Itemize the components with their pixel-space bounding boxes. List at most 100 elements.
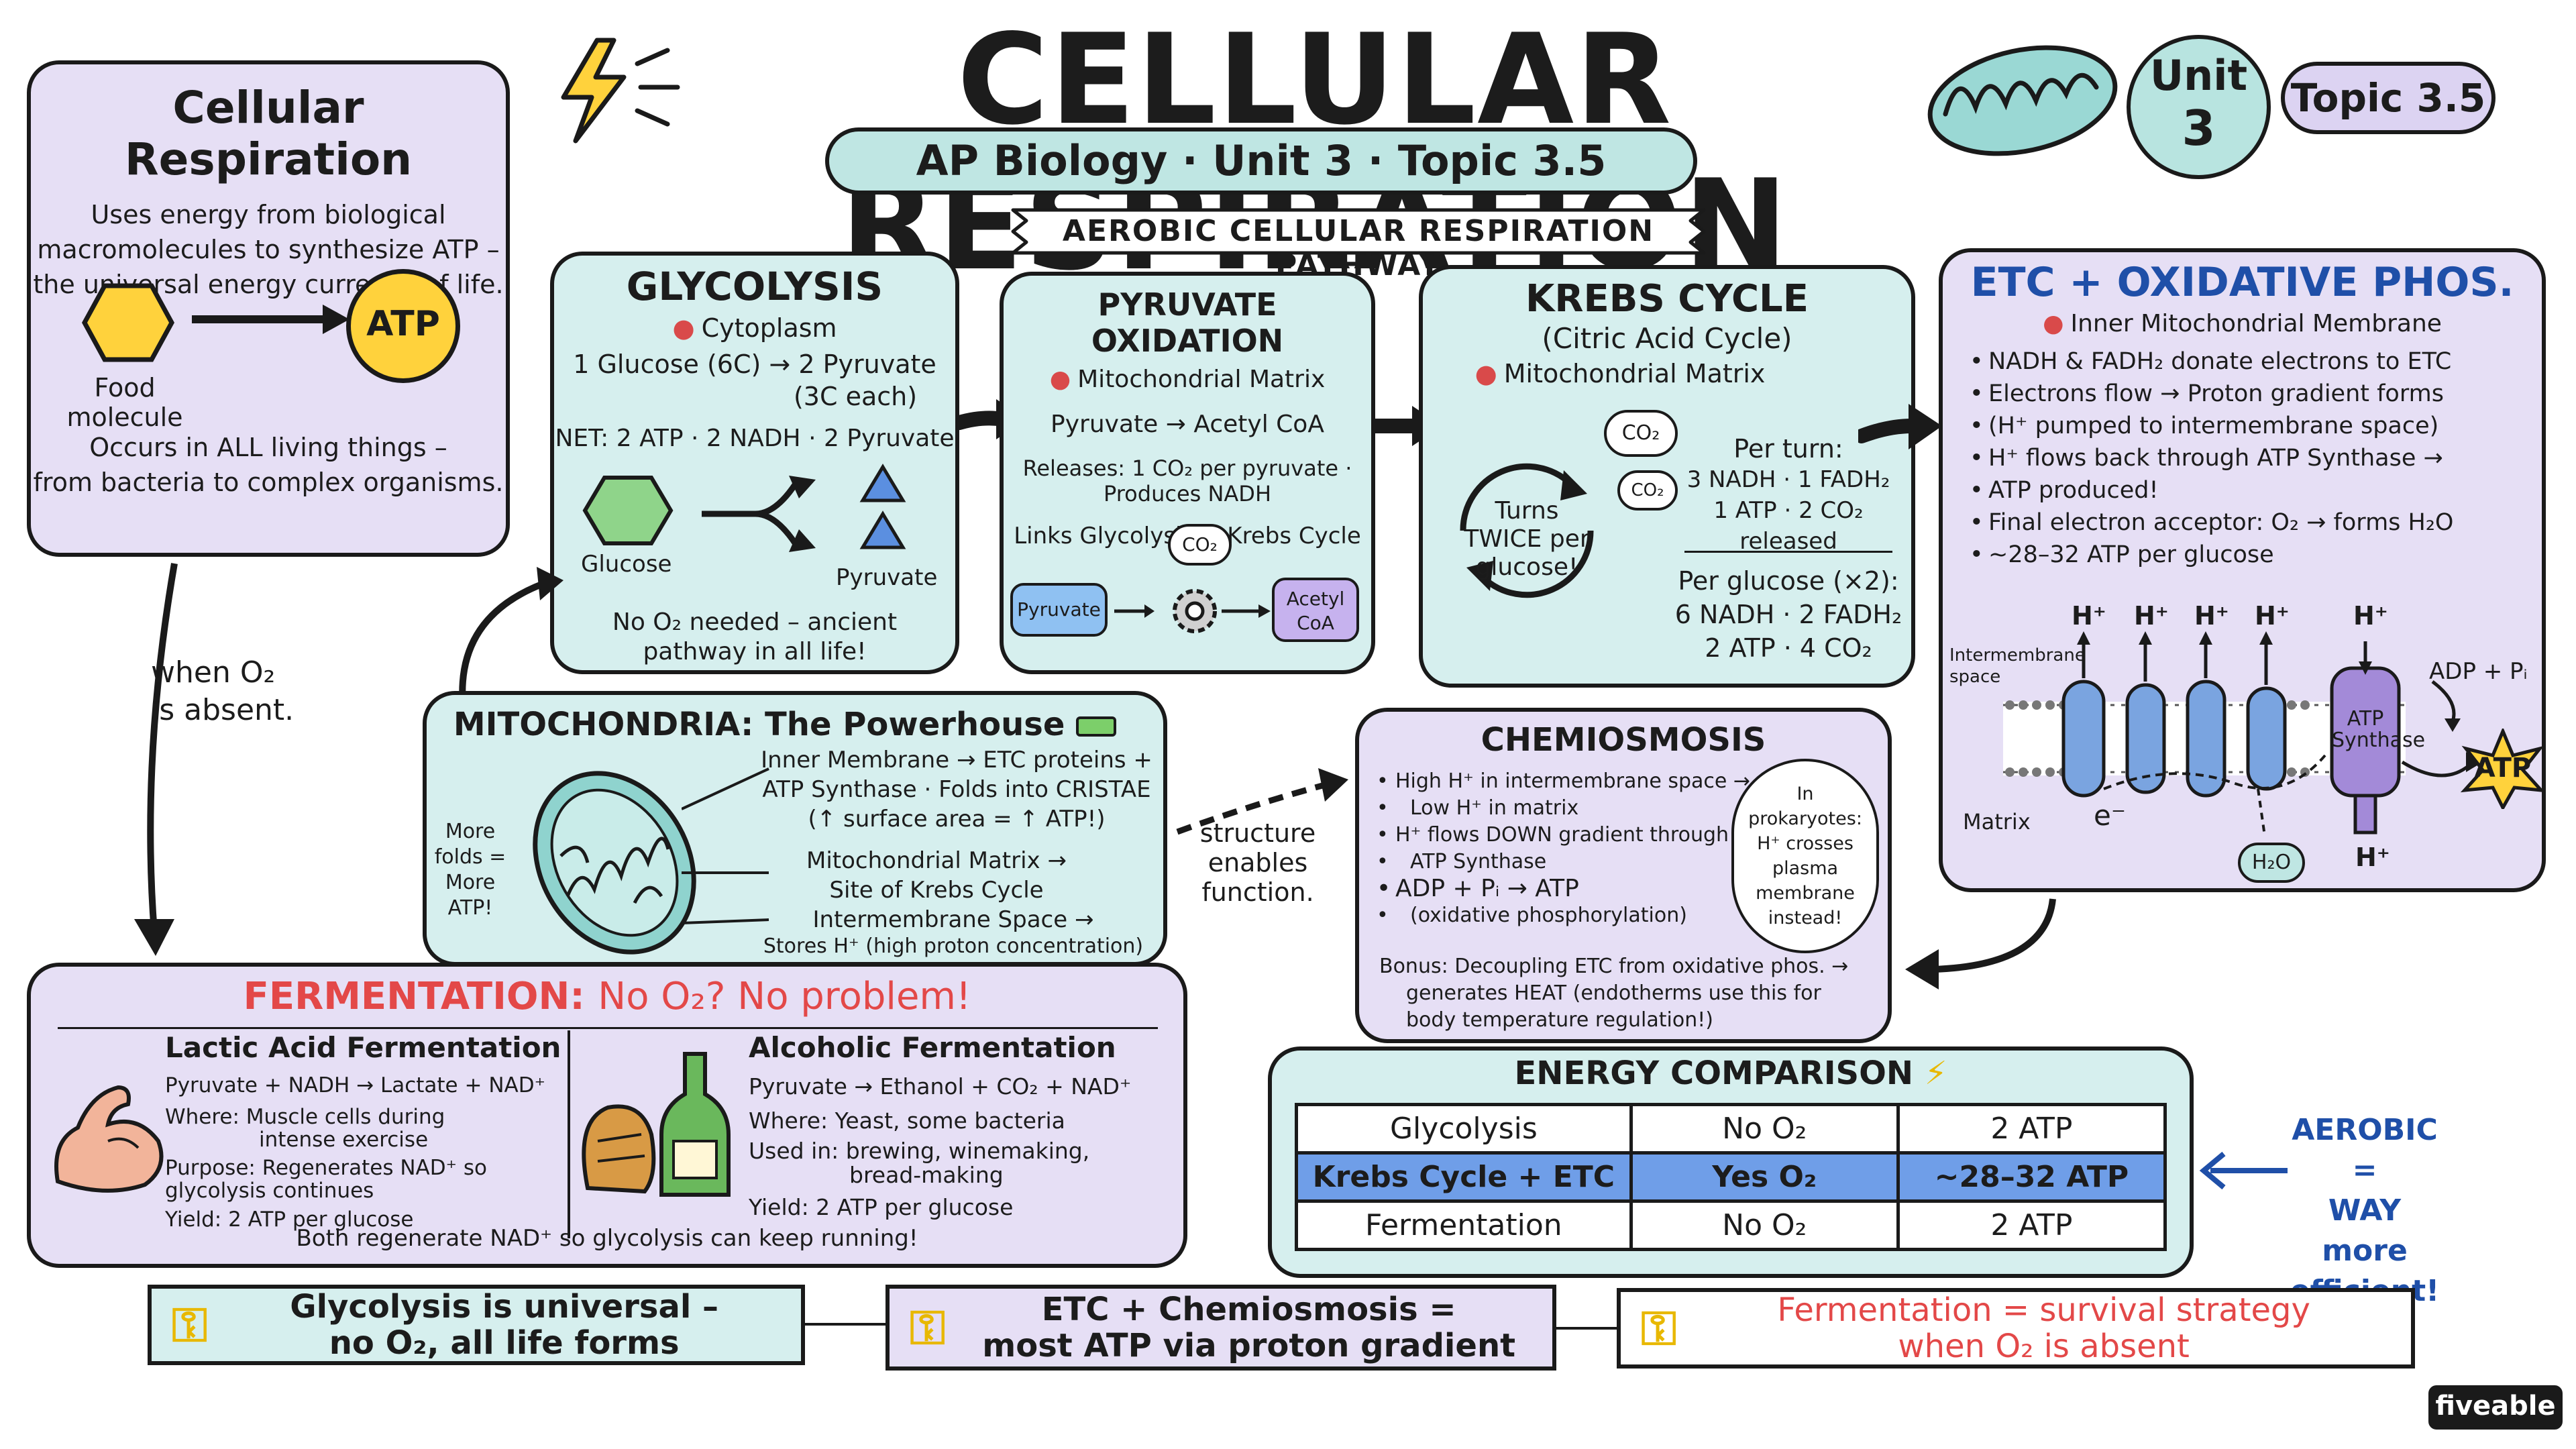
bread-and-bottle-icon bbox=[582, 1052, 731, 1197]
table-cell: No O₂ bbox=[1629, 1199, 1900, 1251]
takeaway-text: Glycolysis is universal – no O₂, all lif… bbox=[207, 1289, 801, 1361]
key-icon: ⚿ bbox=[172, 1297, 208, 1352]
location-pin-icon: ● bbox=[2043, 310, 2064, 337]
takeaway-line: no O₂, all life forms bbox=[329, 1324, 680, 1362]
glycolysis-title: GLYCOLYSIS bbox=[626, 264, 883, 309]
lactic-equation: Pyruvate + NADH → Lactate + NAD⁺ bbox=[165, 1073, 545, 1097]
bonus-line: body temperature regulation!) bbox=[1406, 1008, 1713, 1032]
pyruvate-chip: Pyruvate bbox=[1010, 583, 1108, 637]
lactic-purpose: Purpose: Regenerates NAD⁺ so glycolysis … bbox=[165, 1157, 568, 1202]
glucose-label: Glucose bbox=[581, 551, 672, 578]
flow-arrow-icon bbox=[1905, 898, 2056, 989]
note-line: ATP Synthase · Folds into CRISTAE bbox=[762, 776, 1151, 803]
note-line: Inner Membrane → ETC proteins + bbox=[761, 747, 1152, 773]
mitochondrion-icon bbox=[1927, 45, 2118, 156]
matrix-note: Mitochondrial Matrix → Site of Krebs Cyc… bbox=[749, 846, 1124, 905]
etc-card: ETC + OXIDATIVE PHOS. ●Inner Mitochondri… bbox=[1939, 248, 2546, 892]
divider bbox=[1684, 551, 1892, 553]
takeaway-fermentation: ⚿ Fermentation = survival strategy when … bbox=[1617, 1288, 2415, 1368]
note-line: Intermembrane Space → bbox=[812, 906, 1094, 933]
fermentation-card: FERMENTATION: No O₂? No problem! Lactic … bbox=[27, 963, 1187, 1268]
battery-icon bbox=[1076, 716, 1117, 737]
krebs-title: KREBS CYCLE bbox=[1525, 277, 1809, 321]
alcoholic-used: Used in: brewing, winemaking, bread-maki… bbox=[749, 1139, 1178, 1187]
key-icon: ⚿ bbox=[1641, 1300, 1677, 1356]
table-cell: No O₂ bbox=[1629, 1103, 1900, 1155]
electron-label: e⁻ bbox=[2094, 799, 2127, 832]
matrix-label: Matrix bbox=[1963, 809, 2031, 835]
krebs-cycle-card: KREBS CYCLE (Citric Acid Cycle) ●Mitocho… bbox=[1419, 265, 1915, 688]
flow-arrow-to-fermentation bbox=[134, 563, 178, 956]
cycle-arrows-icon bbox=[1460, 463, 1594, 598]
connector-line bbox=[1556, 1327, 1617, 1330]
etc-bullet: Final electron acceptor: O₂ → forms H₂O bbox=[1970, 506, 2542, 539]
per-turn-line: 3 NADH · 1 FADH₂ bbox=[1686, 466, 1890, 493]
glycolysis-card: GLYCOLYSIS ●Cytoplasm 1 Glucose (6C) → 2… bbox=[550, 252, 959, 674]
brand-logo: fiveable bbox=[2428, 1385, 2563, 1430]
callout-lines bbox=[682, 767, 769, 924]
arrow-left-icon bbox=[2199, 1151, 2288, 1190]
table-row: Fermentation No O₂ 2 ATP bbox=[1295, 1199, 2167, 1251]
where-line: intense exercise bbox=[259, 1128, 429, 1152]
bonus-note: Bonus: Decoupling ETC from oxidative pho… bbox=[1379, 953, 1876, 1034]
intro-title: Cellular Respiration bbox=[124, 82, 413, 185]
co2-bubble: CO₂ bbox=[1617, 470, 1678, 511]
per-turn-label: Per turn: bbox=[1733, 434, 1843, 464]
bonus-line: Bonus: Decoupling ETC from oxidative pho… bbox=[1379, 955, 1849, 978]
glucose-hexagon-icon bbox=[582, 476, 674, 545]
alcoholic-section: Alcoholic Fermentation Pyruvate → Ethano… bbox=[749, 1027, 1178, 1220]
glycolysis-location: ●Cytoplasm bbox=[554, 313, 955, 343]
fermentation-divider bbox=[568, 1030, 570, 1238]
flow-arrow-icon bbox=[1858, 404, 1942, 449]
food-molecule-icon bbox=[82, 283, 174, 362]
aerobic-note: AEROBIC = WAY more efficient! bbox=[2290, 1113, 2439, 1308]
fermentation-title: FERMENTATION: No O₂? No problem! bbox=[31, 975, 1183, 1018]
lactic-section: Lactic Acid Fermentation Pyruvate + NADH… bbox=[165, 1027, 568, 1232]
intro-occurs: Occurs in ALL living things – from bacte… bbox=[31, 430, 506, 500]
chemiosmosis-bullet: High H⁺ in intermembrane space → bbox=[1377, 768, 1888, 795]
used-line: bread-making bbox=[849, 1162, 1004, 1188]
etc-bullet: Electrons flow → Proton gradient forms bbox=[1970, 378, 2542, 410]
chemiosmosis-bullet: ADP + Pᵢ → ATP bbox=[1377, 875, 1888, 903]
intermembrane-label: Intermembrane space bbox=[1949, 645, 2086, 687]
releases-line: Releases: 1 CO₂ per pyruvate · bbox=[1022, 455, 1352, 481]
atp-synthase-label: ATP Synthase bbox=[2332, 707, 2426, 752]
glycolysis-net: NET: 2 ATP · 2 NADH · 2 Pyruvate bbox=[555, 425, 955, 452]
note-line: (↑ surface area = ↑ ATP!) bbox=[808, 806, 1106, 833]
pyruvate-oxidation-releases: Releases: 1 CO₂ per pyruvate · Produces … bbox=[1004, 455, 1371, 506]
unit-badge: Unit 3 bbox=[2127, 35, 2271, 179]
etc-bullet-continuation: (H⁺ pumped to intermembrane space) bbox=[1988, 413, 2439, 439]
takeaway-text: ETC + Chemiosmosis = most ATP via proton… bbox=[945, 1291, 1552, 1364]
water-bubble: H₂O bbox=[2238, 843, 2305, 883]
fermentation-title-a: FERMENTATION: bbox=[243, 975, 585, 1018]
per-turn-line: 1 ATP · 2 CO₂ released bbox=[1713, 497, 1864, 555]
per-glucose-label: Per glucose (×2): bbox=[1678, 566, 1899, 596]
takeaway-line: most ATP via proton gradient bbox=[982, 1327, 1516, 1364]
mitochondria-card: MITOCHONDRIA: The Powerhouse More folds … bbox=[423, 691, 1167, 966]
equation-line: (3C each) bbox=[793, 382, 918, 411]
etc-bullet: ~28–32 ATP per glucose bbox=[1970, 539, 2542, 571]
pyruvate-oxidation-card: PYRUVATE OXIDATION ●Mitochondrial Matrix… bbox=[1000, 272, 1375, 674]
takeaway-line: ETC + Chemiosmosis = bbox=[1041, 1291, 1456, 1328]
flow-arrow-icon bbox=[459, 567, 564, 705]
krebs-per-turn: Per turn: 3 NADH · 1 FADH₂ 1 ATP · 2 CO₂… bbox=[1664, 433, 1913, 557]
glycolysis-note: No O₂ needed – ancient pathway in all li… bbox=[554, 608, 955, 667]
bullet-continuation: Low H⁺ in matrix bbox=[1410, 796, 1579, 820]
inner-membrane-note: Inner Membrane → ETC proteins + ATP Synt… bbox=[749, 745, 1165, 834]
h-plus-label: H⁺ bbox=[2194, 601, 2229, 631]
flexed-arm-icon bbox=[54, 1085, 164, 1193]
chemiosmosis-card: CHEMIOSMOSIS High H⁺ in intermembrane sp… bbox=[1355, 708, 1892, 1043]
chemiosmosis-title: CHEMIOSMOSIS bbox=[1481, 721, 1766, 759]
fermentation-title-b: No O₂? No problem! bbox=[598, 975, 971, 1018]
energy-comparison-card: ENERGY COMPARISON ⚡ Glycolysis No O₂ 2 A… bbox=[1268, 1046, 2194, 1278]
alcoholic-title: Alcoholic Fermentation bbox=[749, 1031, 1116, 1064]
table-row-highlight: Krebs Cycle + ETC Yes O₂ ~28–32 ATP bbox=[1295, 1151, 2167, 1203]
krebs-turns-note: Turns TWICE per glucose! bbox=[1464, 497, 1590, 581]
mitochondria-title-text: MITOCHONDRIA: The Powerhouse bbox=[453, 706, 1065, 743]
pyruvate-triangle-icon bbox=[859, 464, 906, 502]
table-cell: Yes O₂ bbox=[1629, 1151, 1900, 1203]
releases-line: Produces NADH bbox=[1103, 481, 1271, 506]
intro-line: macromolecules to synthesize ATP – bbox=[37, 235, 500, 264]
unit-badge-word: Unit bbox=[2149, 51, 2248, 100]
pyruvate-label: Pyruvate bbox=[836, 564, 938, 591]
